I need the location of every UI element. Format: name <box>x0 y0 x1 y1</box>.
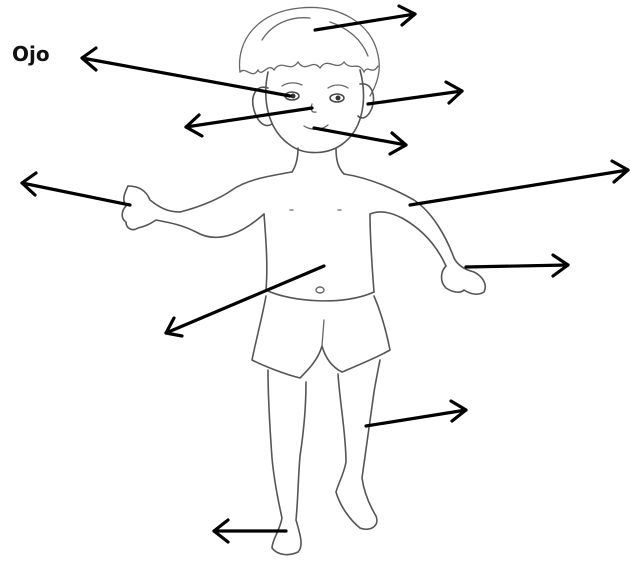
arrow-belly <box>166 266 324 336</box>
arrow-leg <box>366 401 466 426</box>
arrow-mouth <box>314 128 406 154</box>
arrow-arm <box>410 161 628 205</box>
arrow-hand-right <box>466 255 568 276</box>
arrow-hand-left <box>22 173 130 205</box>
arrow-eye <box>82 48 290 96</box>
arrow-ear <box>368 82 462 104</box>
arrow-foot <box>214 520 286 542</box>
arrow-nose <box>186 108 312 136</box>
arrow-hair <box>315 6 415 30</box>
